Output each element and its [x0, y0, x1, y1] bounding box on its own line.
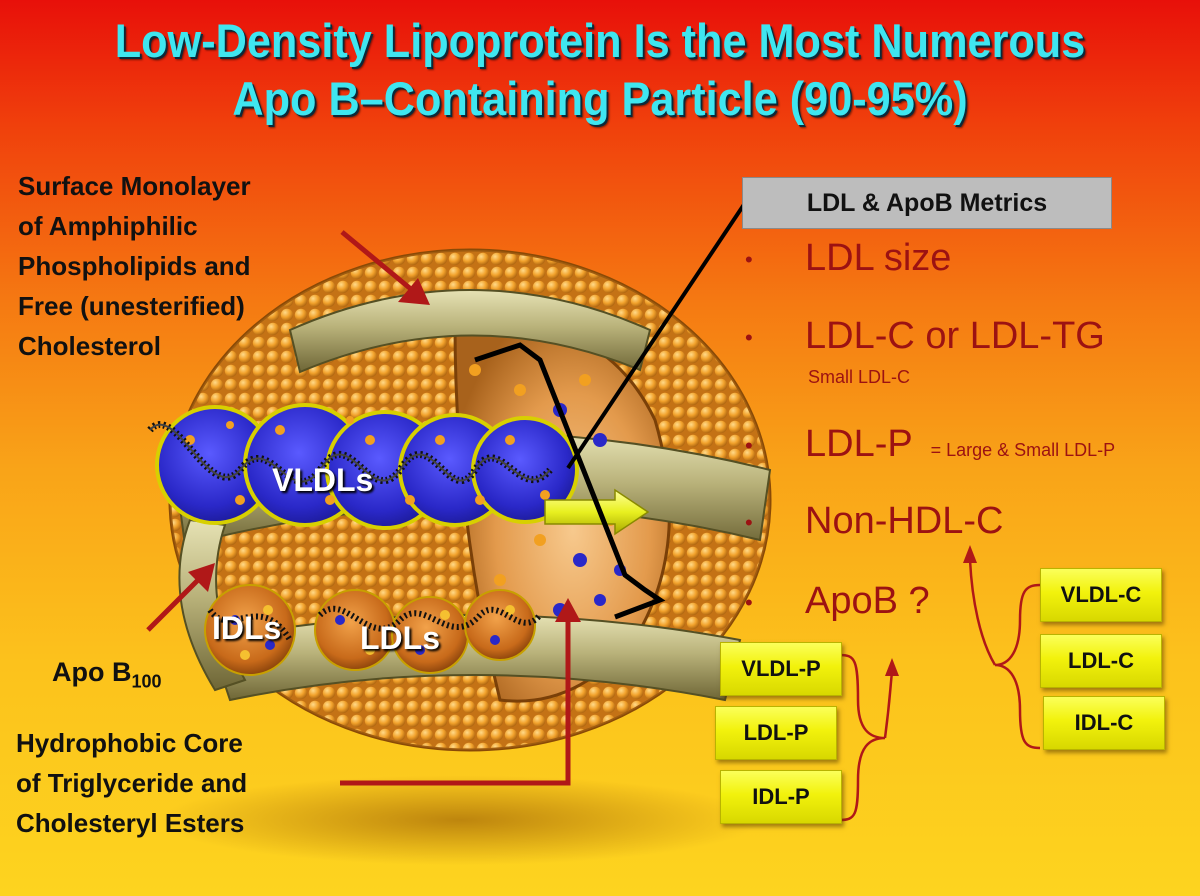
- ldl-c-box: LDL-C: [1040, 634, 1162, 688]
- idl-p-box: IDL-P: [720, 770, 842, 824]
- surface-monolayer-label: Surface Monolayer of Amphiphilic Phospho…: [18, 171, 251, 361]
- slide-title: Low-Density Lipoprotein Is the Most Nume…: [48, 12, 1152, 128]
- metric-ldl-c-or-tg: •LDL-C or LDL-TG: [745, 315, 1105, 357]
- vldl-c-box: VLDL-C: [1040, 568, 1162, 622]
- ldl-cluster: [314, 589, 543, 674]
- bracket-lines: [839, 545, 1041, 822]
- metric-small-ldl-c: Small LDL-C: [808, 367, 911, 387]
- vldl-conversion-arrow: [544, 488, 650, 536]
- apo-b100-label: Apo B100: [52, 657, 162, 692]
- metric-ldl-size: •LDL size: [745, 237, 952, 279]
- vldl-p-box: VLDL-P: [720, 642, 842, 696]
- bracket-pointer-line: [566, 201, 747, 470]
- idl-cluster: [204, 584, 296, 676]
- metric-ldl-p: •LDL-P = Large & Small LDL-P: [745, 423, 1116, 465]
- particle-shadow: [160, 775, 760, 865]
- red-arrows: [146, 230, 581, 786]
- metric-non-hdl-c: •Non-HDL-C: [745, 500, 1004, 542]
- title-line-2: Apo B–Containing Particle (90-95%): [232, 72, 968, 125]
- vldl-clusters: [147, 403, 579, 530]
- metric-apob: •ApoB ?: [745, 580, 930, 622]
- core-bracket: [474, 342, 666, 620]
- metrics-box-title: LDL & ApoB Metrics: [742, 177, 1112, 229]
- hydrophobic-core-label: Hydrophobic Core of Triglyceride and Cho…: [16, 728, 248, 838]
- vldls-label: VLDLs: [272, 462, 374, 498]
- title-line-1: Low-Density Lipoprotein Is the Most Nume…: [114, 14, 1086, 67]
- ldl-p-box: LDL-P: [715, 706, 837, 760]
- idls-label: IDLs: [212, 610, 282, 646]
- ldls-label: LDLs: [360, 620, 440, 656]
- idl-c-box: IDL-C: [1043, 696, 1165, 750]
